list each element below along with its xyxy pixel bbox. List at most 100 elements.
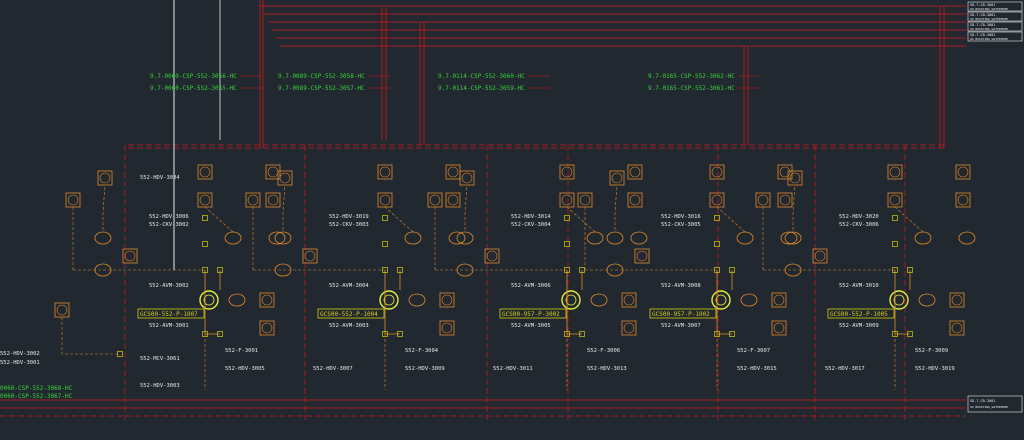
pump-icon xyxy=(561,290,581,310)
instrument-box xyxy=(887,164,903,180)
ref-box xyxy=(967,31,1023,42)
valve-tag: 552-F-3009 xyxy=(915,348,948,354)
signal-line xyxy=(384,206,414,233)
instrument-bubble xyxy=(379,194,391,206)
valve-symbol xyxy=(202,267,208,273)
valve-tag: 552-AVM-3007 xyxy=(661,323,701,329)
instrument-bubble xyxy=(773,322,785,334)
instrument-box xyxy=(949,320,965,336)
pump-icon xyxy=(199,290,219,310)
valve-symbol xyxy=(729,267,735,273)
electrical-wiring xyxy=(0,0,966,420)
valve-tag: 552-AVM-3005 xyxy=(511,323,551,329)
valve-tag: 552-HDV-3004 xyxy=(140,175,180,181)
instrument-box xyxy=(439,292,455,308)
ref-box xyxy=(967,11,1023,22)
instrument-bubble xyxy=(261,322,273,334)
pump-station: GCS00-957-P-3002552-HDV-3014552-CKV-3004… xyxy=(427,164,648,390)
instrument-box xyxy=(302,248,318,264)
valve-tag: 552-HDV-3003 xyxy=(140,383,180,389)
equipment-tag-box xyxy=(499,308,567,319)
valve-tag: 552-HDV-3011 xyxy=(493,366,533,372)
instrument-loops: GCS00-552-P-1007552-HDV-3006552-CKV-3002… xyxy=(54,164,976,390)
pump-icon xyxy=(893,294,905,306)
instrument-bubble xyxy=(94,231,112,245)
signal-line xyxy=(566,206,596,233)
line-number: 9.7-0114-CSP-552-3059-HC xyxy=(438,85,525,92)
equipment-tag: GCS00-552-P-1004 xyxy=(320,311,378,318)
valve-tag: 552-HDV-3007 xyxy=(313,366,353,372)
instrument-box xyxy=(259,320,275,336)
valve-symbol xyxy=(397,331,403,337)
instrument-bubble xyxy=(958,231,976,245)
instrument-box xyxy=(634,248,650,264)
valve-tag: 552-F-3001 xyxy=(225,348,258,354)
instrument-bubble xyxy=(447,194,459,206)
pump-icon xyxy=(715,294,727,306)
instrument-bubble xyxy=(773,294,785,306)
valve-tag: 552-HDV-3020 xyxy=(839,214,879,220)
equipment-tag: GCS00-552-P-1005 xyxy=(830,311,888,318)
instrument-bubble xyxy=(224,231,242,245)
valve-tag: 552-AVM-3006 xyxy=(511,283,551,289)
instrument-box xyxy=(377,164,393,180)
valve-symbol xyxy=(714,241,720,247)
valve-tag: 552-HDV-3002 xyxy=(0,351,40,357)
ref-line1: SD-7-CB-3001 xyxy=(970,399,995,403)
valve-symbol xyxy=(907,331,913,337)
instrument-bubble xyxy=(779,166,791,178)
signal-line xyxy=(282,184,286,230)
instrument-bubble xyxy=(404,231,422,245)
instrument-bubble xyxy=(379,166,391,178)
instrument-bubble xyxy=(561,194,573,206)
instrument-bubble xyxy=(99,172,111,184)
process-lines xyxy=(173,0,221,270)
instrument-box xyxy=(955,164,971,180)
valve-symbol xyxy=(714,267,720,273)
instrument-bubble xyxy=(957,166,969,178)
pump-icon xyxy=(203,294,215,306)
instrument-bubble xyxy=(914,231,932,245)
instrument-bubble xyxy=(629,166,641,178)
ref-line2: SD BOOSTING_WATERPUMP xyxy=(970,37,1008,41)
valve-symbol xyxy=(217,267,223,273)
valve-tag: 552-CKV-3002 xyxy=(149,222,189,228)
instrument-bubble xyxy=(261,294,273,306)
valve-tag: 552-CKV-3003 xyxy=(329,222,369,228)
instrument-bubble xyxy=(889,166,901,178)
instrument-box xyxy=(812,248,828,264)
pump-station: GCS00-552-P-1005 552-HDV-3020 552-CKV-3006… xyxy=(755,164,976,390)
valve-tag: 552-CKV-3006 xyxy=(839,222,879,228)
instrument-box xyxy=(265,192,281,208)
instrument-bubble xyxy=(486,250,498,262)
valve-tag: 552-F-3006 xyxy=(587,348,620,354)
valve-symbol xyxy=(217,331,223,337)
signal-line xyxy=(102,184,106,230)
pump-station: GCS00-552-P-1007552-HDV-3006552-CKV-3002… xyxy=(65,164,353,390)
valve-symbol xyxy=(714,215,720,221)
instrument-bubble xyxy=(274,231,292,245)
instrument-bubble xyxy=(623,294,635,306)
valve-tag: 552-HDV-3016 xyxy=(661,214,701,220)
signal-line xyxy=(614,184,618,230)
instrument-box xyxy=(771,292,787,308)
valve-symbol xyxy=(892,241,898,247)
instrument-bubble xyxy=(304,250,316,262)
valve-tag: 552-AVM-3003 xyxy=(329,323,369,329)
ref-box xyxy=(967,1,1023,12)
valve-tag: 552-AVM-3004 xyxy=(329,283,369,289)
signal-line xyxy=(204,206,234,233)
instrument-bubble xyxy=(757,194,769,206)
valve-symbol xyxy=(382,267,388,273)
ref-line2: SD BOOSTING_WATERPUMP xyxy=(970,405,1008,409)
instrument-box xyxy=(621,292,637,308)
signal-line xyxy=(716,206,746,233)
equipment-tag-box xyxy=(137,308,205,319)
valve-symbol xyxy=(907,267,913,273)
instrument-box xyxy=(197,164,213,180)
ref-line1: SD-7-CB-3001 xyxy=(970,33,995,37)
ref-box xyxy=(967,395,1023,413)
instrument-bubble xyxy=(711,166,723,178)
instrument-box xyxy=(559,164,575,180)
instrument-bubble xyxy=(268,231,286,245)
